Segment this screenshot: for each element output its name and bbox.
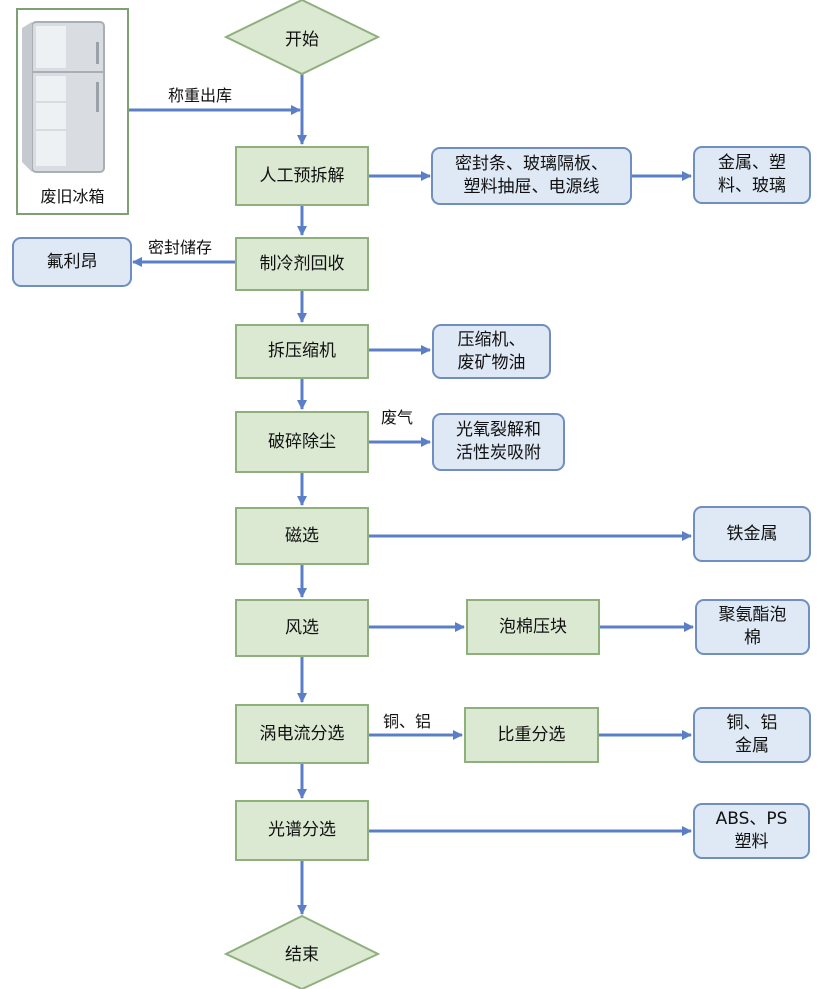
output-seals-glass: 密封条、玻璃隔板、 塑料抽屉、电源线 [431,147,632,205]
step-remove-compressor: 拆压缩机 [235,324,369,379]
edge-label-copper-aluminum: 铜、铝 [383,712,432,731]
step-eddy-current: 涡电流分选 [235,704,369,764]
output-ferrous-metal: 铁金属 [693,506,811,562]
output-photo-oxidation: 光氧裂解和 活性炭吸附 [432,413,565,471]
step-gravity-separation: 比重分选 [464,707,599,763]
output-abs-ps: ABS、PS 塑料 [693,803,810,859]
start-label: 开始 [285,29,319,50]
output-cu-al-metal: 铜、铝 金属 [693,707,811,763]
step-air-separation: 风选 [235,599,369,657]
output-pu-foam: 聚氨酯泡 棉 [695,599,810,655]
fridge-photo: 废旧冰箱 [16,8,129,215]
end-diamond-shape [223,914,381,989]
step-magnetic-separation: 磁选 [235,507,369,565]
end-label: 结束 [285,945,319,965]
step-refrigerant-recovery: 制冷剂回收 [235,237,369,291]
start-node: 开始 [226,0,378,74]
output-metal-plastic-glass: 金属、塑 料、玻璃 [693,146,811,204]
step-spectral-sorting: 光谱分选 [235,800,369,861]
step-manual-predismantle: 人工预拆解 [235,146,369,206]
step-foam-compaction: 泡棉压块 [466,599,600,655]
edge-label-exhaust: 废气 [381,408,414,427]
fridge-caption: 废旧冰箱 [40,187,105,206]
start-diamond-shape [223,0,381,76]
edge-label-weigh-out: 称重出库 [168,86,233,105]
end-node: 结束 [226,916,378,989]
fridge-icon [22,21,105,173]
output-compressor-oil: 压缩机、 废矿物油 [432,324,551,379]
output-freon: 氟利昂 [12,237,132,287]
edge-label-sealed-storage: 密封储存 [148,238,213,257]
step-crush-dedust: 破碎除尘 [235,411,369,473]
